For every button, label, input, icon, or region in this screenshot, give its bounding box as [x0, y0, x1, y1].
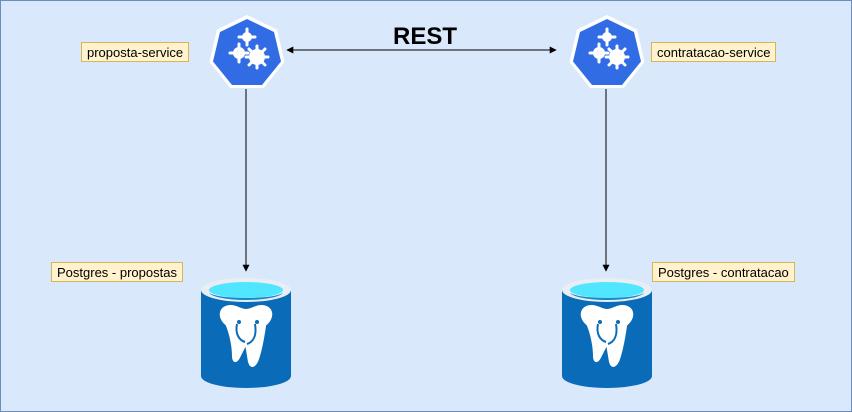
rest-label: REST [393, 23, 458, 50]
postgres-contratacao-label: Postgres - contratacao [652, 262, 795, 282]
postgres-database-icon[interactable] [201, 277, 291, 389]
postgres-propostas-label: Postgres - propostas [51, 262, 183, 282]
postgres-database-icon[interactable] [562, 277, 652, 389]
kubernetes-service-icon[interactable] [207, 13, 287, 93]
kubernetes-service-icon[interactable] [567, 13, 647, 93]
proposta-service-label: proposta-service [81, 42, 190, 62]
contratacao-service-label: contratacao-service [651, 42, 777, 62]
